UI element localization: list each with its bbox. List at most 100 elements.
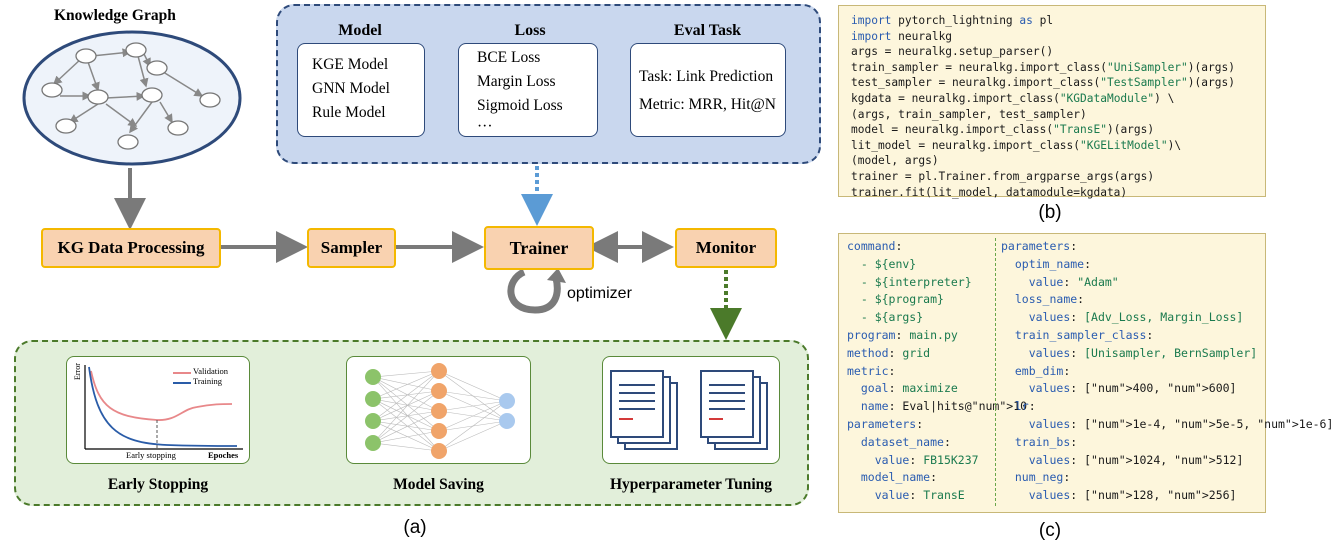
config-line: emb_dim: (1014, 363, 1071, 378)
sampler-box: Sampler (307, 228, 396, 268)
early-stopping-card (66, 356, 250, 464)
model-title: Model (338, 22, 382, 39)
config-line: loss_name: (1014, 292, 1085, 307)
nn-edge (372, 410, 440, 422)
model-item: Rule Model (312, 104, 386, 121)
loss-item: ··· (477, 118, 493, 135)
config-line: num_neg: (1014, 470, 1071, 485)
loss-title: Loss (514, 22, 546, 39)
config-line: model_name: (860, 470, 938, 485)
model-list: KGE Model GNN Model Rule Model (297, 43, 425, 137)
loss-item: BCE Loss (477, 49, 541, 66)
nn-edge (372, 376, 440, 412)
sweep-config-left: command: - ${env} - ${interpreter} - ${p… (847, 238, 1027, 505)
config-line: parameters: (847, 416, 924, 431)
model-item: KGE Model (312, 56, 389, 73)
nn-neuron (431, 363, 447, 379)
nn-edge (372, 370, 440, 400)
knowledge-graph-title: Knowledge Graph (54, 7, 176, 24)
nn-neuron (431, 423, 447, 439)
nn-edge (372, 370, 440, 378)
sweep-config-panel: command: - ${env} - ${interpreter} - ${p… (838, 233, 1333, 513)
nn-edge (438, 390, 508, 402)
nn-edge (372, 410, 440, 444)
code-line: args = neuralkg.setup_parser() (851, 45, 1054, 59)
config-line: train_sampler_class: (1014, 327, 1154, 342)
connector-layer (114, 166, 742, 340)
chart-ylabel: Error (73, 363, 82, 380)
nn-edge (438, 400, 508, 432)
hyperparameter-tuning-label: Hyperparameter Tuning (609, 476, 773, 493)
validation-curve (90, 370, 233, 421)
nn-edge (372, 376, 440, 432)
config-line: values: [Adv_Loss, Margin_Loss] (1028, 310, 1244, 325)
config-line: - ${program} (847, 292, 944, 307)
config-line: value: "Adam" (1028, 274, 1119, 289)
column-divider (995, 238, 996, 506)
nn-edge (372, 398, 440, 432)
loss-item: Sigmoid Loss (477, 97, 563, 114)
caption-a: (a) (403, 517, 427, 538)
nn-neuron (365, 369, 381, 385)
config-line: optim_name: (1014, 256, 1092, 271)
code-line: test_sampler = neuralkg.import_class("Te… (851, 76, 1235, 90)
config-line: dataset_name: (860, 434, 951, 449)
eval-task-item: Task: Link Prediction (639, 68, 774, 85)
config-line: - ${env} (847, 256, 917, 271)
code-line: trainer.fit(lit_model, datamodule=kgdata… (851, 185, 1128, 199)
caption-b: (b) (1038, 202, 1062, 223)
loss-list: BCE Loss Margin Loss Sigmoid Loss ··· (458, 43, 598, 137)
config-line: metric: (847, 363, 896, 378)
legend-training: Training (193, 376, 222, 386)
chart-xlabel: Epoches (208, 450, 239, 460)
nn-neuron (431, 403, 447, 419)
nn-edge (372, 398, 440, 412)
nn-neuron (365, 413, 381, 429)
nn-neuron (499, 413, 515, 429)
kg-data-processing-box: KG Data Processing (41, 228, 221, 268)
nn-neuron (431, 443, 447, 459)
code-line: kgdata = neuralkg.import_class("KGDataMo… (851, 91, 1175, 105)
optimizer-label: optimizer (567, 285, 632, 302)
nn-edge (372, 376, 440, 452)
knowledge-graph-illustration (22, 30, 242, 166)
training-code: import pytorch_lightning as pl import ne… (851, 13, 1235, 200)
nn-neuron (365, 391, 381, 407)
monitor-box: Monitor (675, 228, 777, 268)
nn-edge (372, 376, 440, 392)
nn-edge (372, 390, 440, 444)
nn-edge (438, 420, 508, 452)
sweep-config-right: parameters: optim_name: value: "Adam" lo… (1001, 239, 1333, 503)
model-saving-label: Model Saving (393, 476, 484, 493)
config-line: method: grid (847, 345, 931, 360)
training-curve (88, 366, 238, 447)
config-line: - ${interpreter} (847, 274, 972, 289)
config-line: values: ["num">400 (1028, 381, 1154, 396)
config-line: values: ["num">1e-4 (1028, 416, 1161, 431)
config-line: program: main.py (847, 327, 958, 342)
early-stopping-chart (84, 365, 243, 450)
eval-task-list: Task: Link Prediction Metric: MRR, Hit@N (630, 43, 786, 137)
config-line: goal: maximize (860, 381, 958, 396)
loss-item: Margin Loss (477, 73, 556, 90)
config-line: values: [Unisampler, BernSampler] (1028, 345, 1258, 360)
code-line: train_sampler = neuralkg.import_class("U… (851, 60, 1235, 74)
hyperparameter-tuning-card (602, 356, 780, 464)
model-saving-card (346, 356, 531, 464)
config-line: lr: (1014, 399, 1036, 414)
early-stopping-marker-label: Early stopping (126, 450, 176, 460)
config-line: values: ["num">1024 (1028, 452, 1161, 467)
nn-edge (372, 390, 440, 400)
neural-network-illustration (365, 363, 515, 459)
caption-c: (c) (1038, 520, 1062, 541)
code-line: (args, train_sampler, test_sampler) (851, 107, 1087, 121)
config-line: name: Eval|hits@"num">10 (860, 399, 1028, 414)
code-line: import pytorch_lightning as pl (851, 14, 1054, 27)
code-line: lit_model = neuralkg.import_class("KGELi… (851, 138, 1182, 152)
config-line: values: ["num">128 (1028, 488, 1154, 503)
optimizer-loop-arrow (507, 268, 561, 314)
legend-validation: Validation (193, 366, 228, 376)
config-line: train_bs: (1014, 434, 1078, 449)
code-line: import neuralkg (851, 29, 953, 43)
config-line: command: (847, 239, 903, 253)
